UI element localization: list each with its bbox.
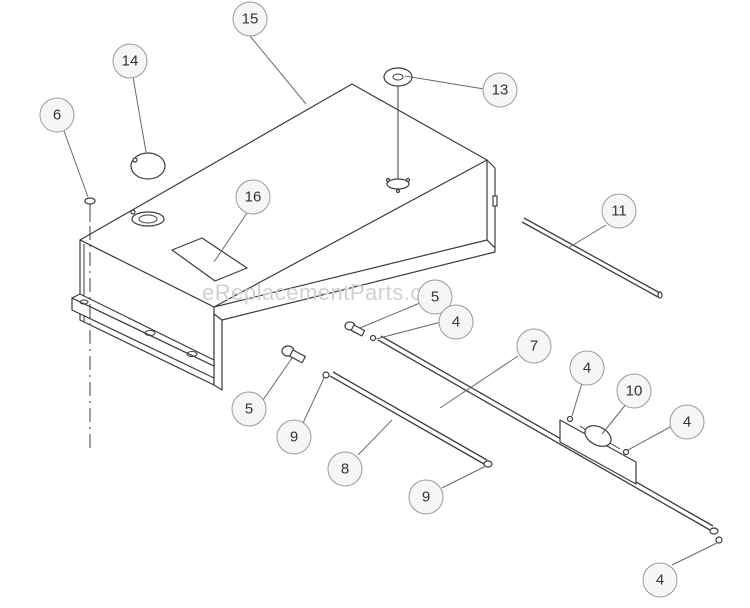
callout-15: 15 [232,1,268,37]
callout-9-lower: 9 [408,479,444,515]
svg-text:13: 13 [492,82,509,99]
svg-text:4: 4 [583,360,591,377]
callout-4-upper: 4 [438,304,474,340]
leader-lines [63,35,718,566]
svg-text:9: 9 [290,429,298,446]
svg-text:4: 4 [683,414,691,431]
svg-text:8: 8 [341,461,349,478]
callout-16: 16 [235,179,271,215]
svg-text:11: 11 [611,203,627,220]
label-plate [171,237,248,282]
svg-text:5: 5 [245,401,253,418]
svg-text:5: 5 [431,289,439,306]
svg-text:9: 9 [422,489,430,506]
svg-text:7: 7 [530,338,538,355]
fuel-cap [130,152,166,180]
svg-text:14: 14 [122,53,139,70]
svg-text:4: 4 [452,314,460,331]
callout-7: 7 [516,328,552,364]
callout-11: 11 [601,193,637,229]
callout-4-filter-right: 4 [669,404,705,440]
callout-5-upper: 5 [417,279,453,315]
callout-8: 8 [327,451,363,487]
fuel-tank [71,83,498,391]
callout-5-lower: 5 [231,391,267,427]
svg-text:16: 16 [245,189,262,206]
watermark: eReplacementParts.com [202,280,453,305]
callout-14: 14 [112,43,148,79]
callout-4-filter-left: 4 [569,350,605,386]
svg-text:15: 15 [242,11,259,28]
callout-6: 6 [39,97,75,133]
svg-text:10: 10 [626,383,643,400]
svg-text:6: 6 [53,107,61,124]
callout-4-bottom: 4 [642,562,678,598]
fitting-lower [281,345,330,379]
callout-10: 10 [616,373,652,409]
filler-neck [130,209,165,227]
fitting-upper [344,321,377,342]
rod-11 [521,217,663,299]
fuel-line-8 [329,371,493,468]
svg-text:4: 4 [656,572,664,589]
screw [84,197,96,448]
fuel-line-7 [377,335,723,544]
callout-13: 13 [482,72,518,108]
callout-9-upper: 9 [276,419,312,455]
